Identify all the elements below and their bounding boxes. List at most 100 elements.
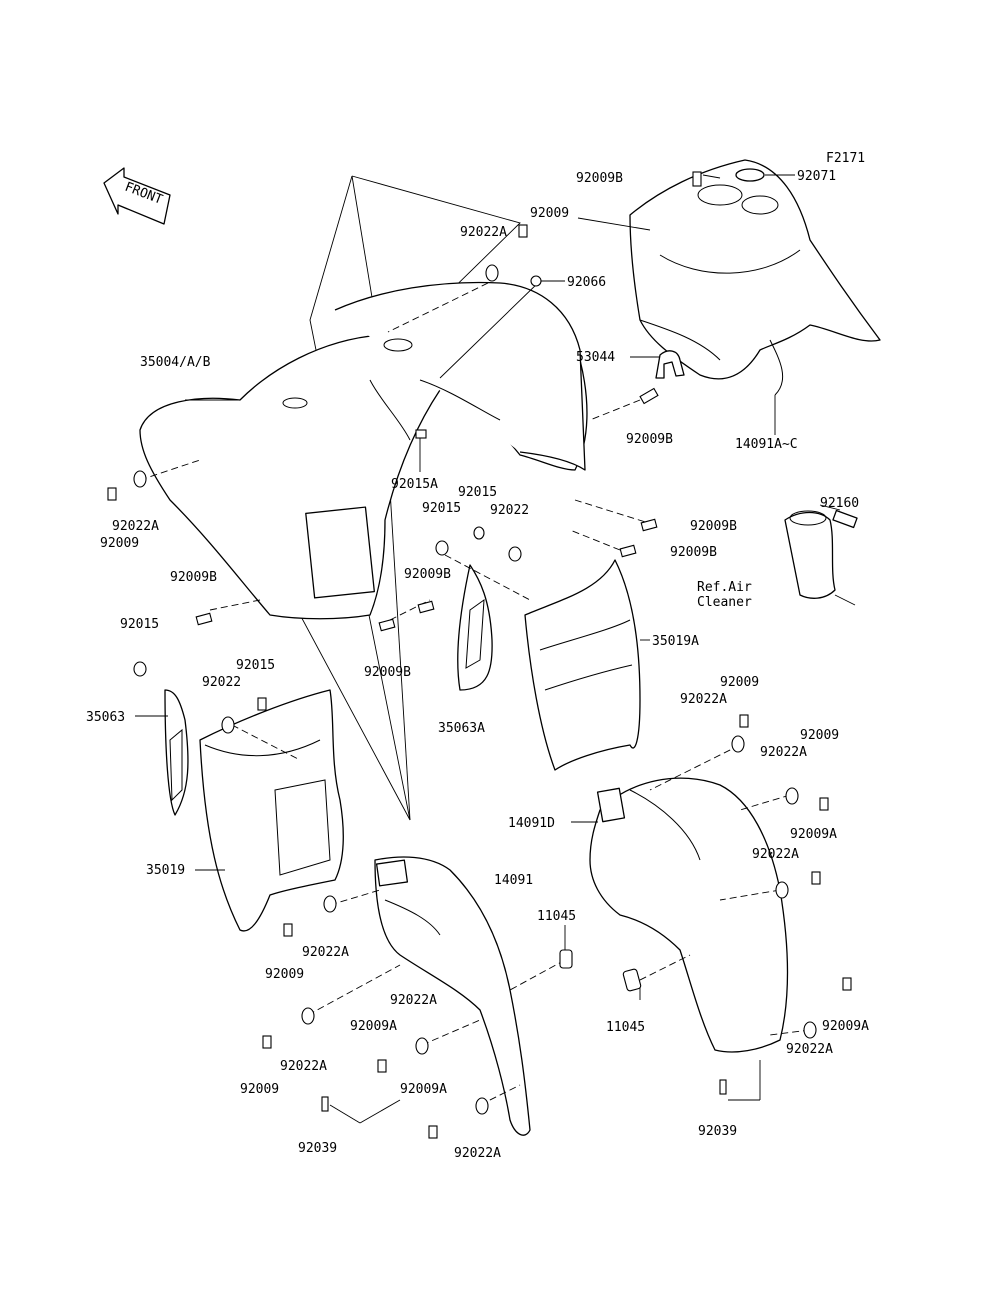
label-92009: 92009 (530, 206, 569, 221)
label-92066: 92066 (567, 275, 606, 290)
label-14091A-C: 14091A~C (735, 437, 798, 452)
bolt-icon (719, 1079, 727, 1095)
label-92022A: 92022A (460, 225, 507, 240)
grommet-92071 (735, 168, 765, 182)
dash-line (589, 399, 641, 421)
label-92015: 92015 (458, 485, 497, 500)
label-92015: 92015 (236, 658, 275, 673)
bolt-icon (321, 1096, 329, 1112)
label-92071: 92071 (797, 169, 836, 184)
washer-icon (473, 526, 485, 540)
label-35019A: 35019A (652, 634, 699, 649)
leader-line (702, 174, 721, 179)
bolt-icon (428, 1125, 438, 1139)
bolt-icon (378, 618, 396, 632)
washer-icon (785, 787, 799, 805)
bolt-icon (692, 171, 702, 187)
label-35004: 35004/A/B (140, 355, 211, 370)
leader-line (439, 280, 541, 379)
cover-35019 (199, 689, 344, 932)
label-92022A: 92022A (752, 847, 799, 862)
label-11045: 11045 (537, 909, 576, 924)
washer-icon (508, 546, 522, 562)
bolt-icon (283, 923, 293, 937)
label-92022A: 92022A (680, 692, 727, 707)
collar-icon (622, 968, 642, 992)
label-92009: 92009 (100, 536, 139, 551)
washer-icon (415, 429, 427, 439)
bolt-icon (262, 1035, 272, 1049)
washer-icon (301, 1007, 315, 1025)
label-92009A: 92009A (790, 827, 837, 842)
collar-icon (559, 949, 573, 969)
label-14091D: 14091D (508, 816, 555, 831)
label-92022A: 92022A (786, 1042, 833, 1057)
label-92022A: 92022A (760, 745, 807, 760)
dash-line (444, 554, 531, 601)
dash-line (209, 599, 261, 611)
label-35019: 35019 (146, 863, 185, 878)
dash-line (231, 724, 301, 761)
washer-icon (221, 716, 235, 734)
dash-line (629, 954, 691, 986)
leader-line (359, 1099, 401, 1124)
label-14091: 14091 (494, 873, 533, 888)
label-ref-air: Ref.Air (697, 580, 752, 595)
front-arrow-icon: FRONT (103, 167, 171, 225)
bolt-icon (195, 612, 213, 626)
dash-line (387, 282, 489, 333)
bolt-icon (257, 697, 267, 711)
dash-line (574, 499, 656, 526)
bolt-icon (107, 487, 117, 501)
front-fender-35004 (139, 281, 588, 620)
leader-line (834, 594, 856, 606)
mudguard-14091 (374, 856, 531, 1136)
bolt-icon (811, 871, 821, 885)
leader-line (819, 504, 841, 511)
bolt-icon (842, 977, 852, 991)
label-11045: 11045 (606, 1020, 645, 1035)
washer-icon (415, 1037, 429, 1055)
label-92022: 92022 (490, 503, 529, 518)
label-92022A: 92022A (454, 1146, 501, 1161)
side-cover-35063 (164, 689, 189, 816)
bolt-icon (377, 1059, 387, 1073)
washer-icon (323, 895, 337, 913)
dash-line (479, 1084, 521, 1106)
washer-icon (485, 264, 499, 282)
bolt-icon (639, 387, 659, 405)
label-92160: 92160 (820, 496, 859, 511)
bracket-53044 (655, 350, 685, 379)
dash-line (307, 964, 401, 1016)
label-92039: 92039 (698, 1124, 737, 1139)
label-92009B: 92009B (626, 432, 673, 447)
washer-icon (731, 735, 745, 753)
bolt-icon (819, 797, 829, 811)
label-92009: 92009 (720, 675, 759, 690)
label-92009: 92009 (240, 1082, 279, 1097)
figure-code: F2171 (826, 151, 865, 166)
label-92022A: 92022A (302, 945, 349, 960)
label-92022: 92022 (202, 675, 241, 690)
bolt-icon (640, 518, 658, 532)
label-92015: 92015 (422, 501, 461, 516)
label-92022A: 92022A (112, 519, 159, 534)
rear-fender-14091AC (629, 159, 881, 396)
dash-line (739, 794, 791, 811)
washer-icon (775, 881, 789, 899)
bolt-icon (417, 600, 435, 614)
grommet-92160 (832, 509, 858, 529)
label-92022A: 92022A (280, 1059, 327, 1074)
label-92009B: 92009B (364, 665, 411, 680)
air-cleaner-duct (784, 510, 836, 599)
label-92039: 92039 (298, 1141, 337, 1156)
washer-icon (803, 1021, 817, 1039)
label-92009A: 92009A (822, 1019, 869, 1034)
label-92009B: 92009B (670, 545, 717, 560)
dash-line (769, 1029, 811, 1036)
washer-icon (435, 540, 449, 556)
bolt-icon (739, 714, 749, 728)
label-53044: 53044 (576, 350, 615, 365)
dash-line (329, 889, 381, 906)
